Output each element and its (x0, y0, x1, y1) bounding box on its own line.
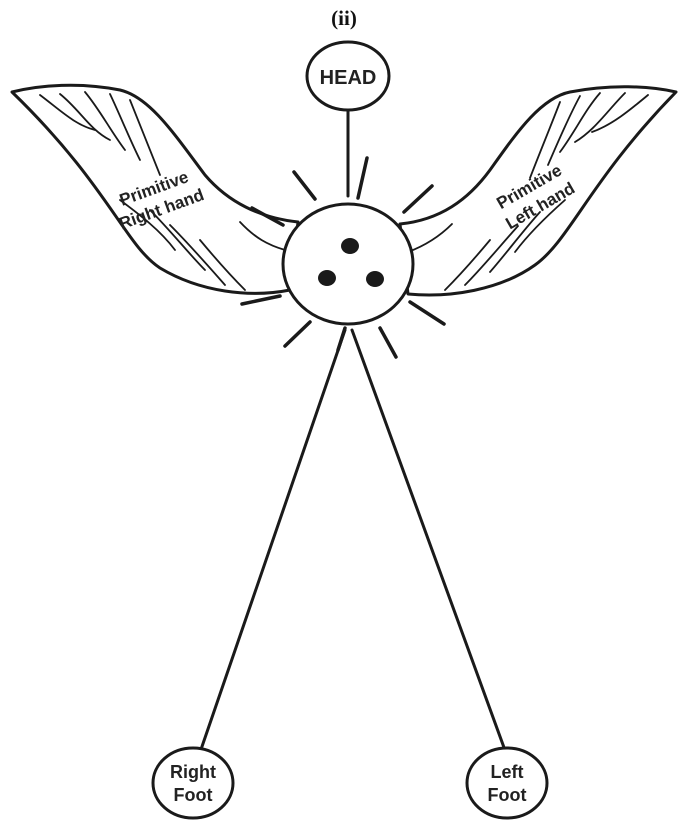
head-label: HEAD (320, 67, 377, 89)
center-body (283, 204, 413, 324)
right-leg-line (196, 330, 345, 764)
right-foot-label-line1: Right (170, 762, 216, 782)
left-leg-line (352, 330, 510, 764)
right-foot-node (153, 748, 233, 818)
left-foot-label-line1: Left (491, 762, 524, 782)
right-foot-label-line2: Foot (174, 785, 213, 805)
left-foot-node (467, 748, 547, 818)
left-foot-label-line2: Foot (488, 785, 527, 805)
